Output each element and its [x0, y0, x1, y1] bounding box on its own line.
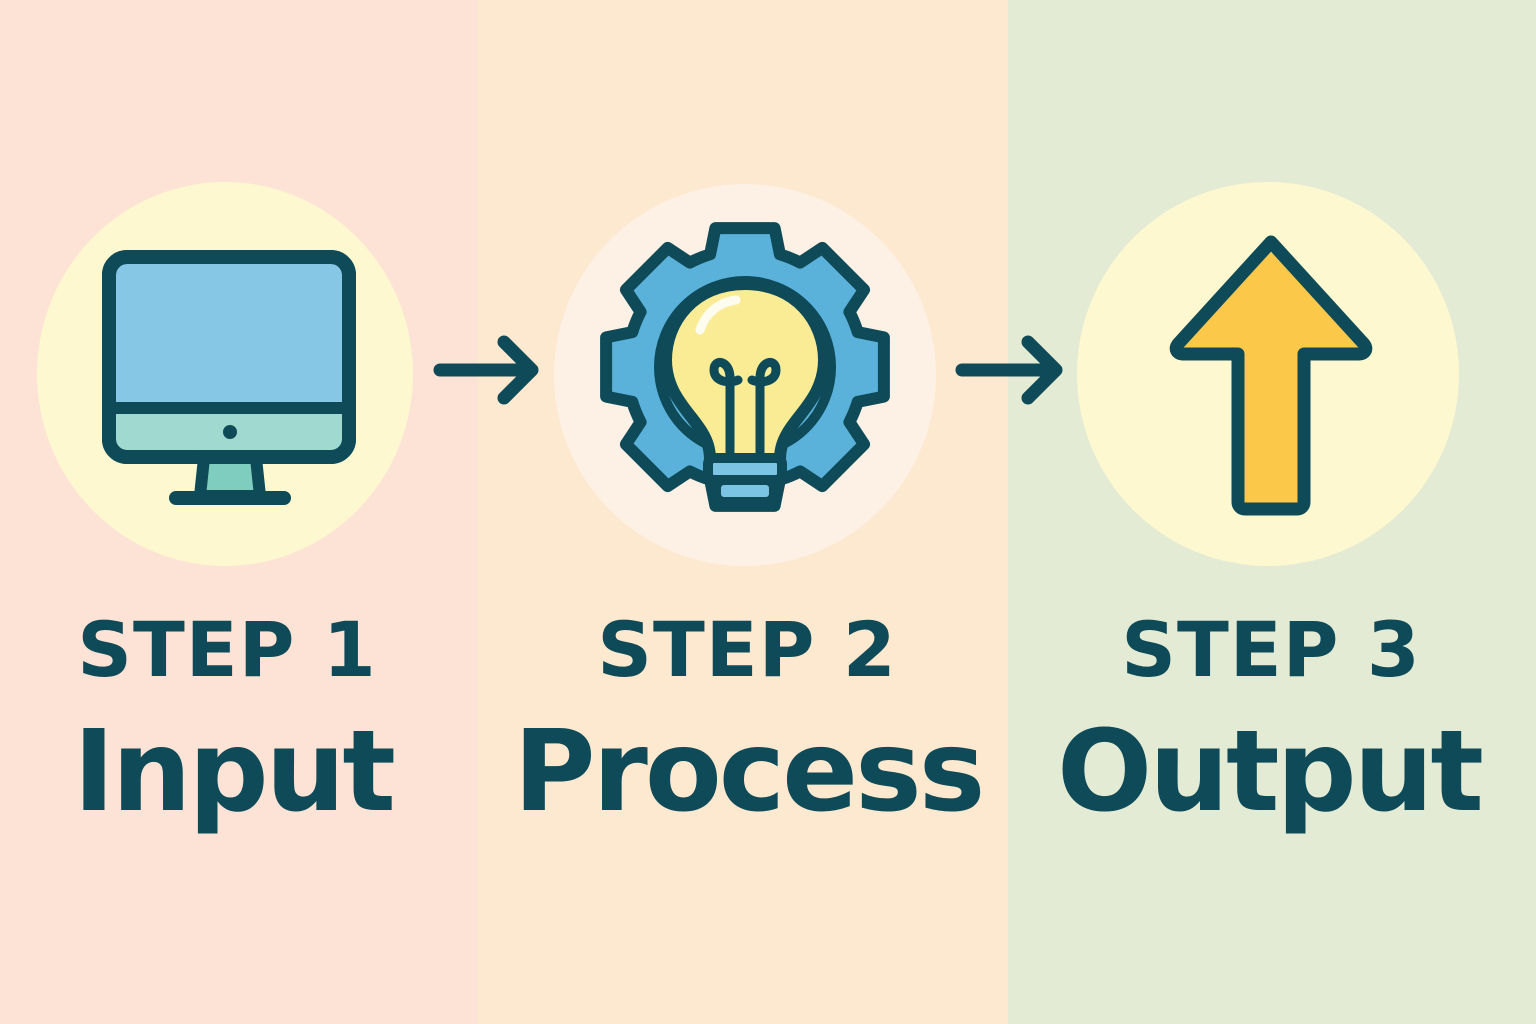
arrow-right-icon: [955, 335, 1063, 405]
monitor-icon: [100, 248, 360, 510]
step-2-name: Process: [513, 707, 986, 837]
step-1-name: Input: [73, 707, 396, 837]
step-2-label: STEP 2: [597, 605, 897, 694]
gear-lightbulb-icon: [590, 212, 900, 522]
connector-arrow-2: [954, 332, 1064, 408]
connector-arrow-1: [432, 332, 540, 408]
step-1-label: STEP 1: [77, 605, 377, 694]
arrow-right-icon: [433, 335, 539, 405]
step-3-name: Output: [1057, 707, 1484, 837]
step-3-label: STEP 3: [1121, 605, 1421, 694]
up-arrow-icon: [1164, 232, 1378, 516]
